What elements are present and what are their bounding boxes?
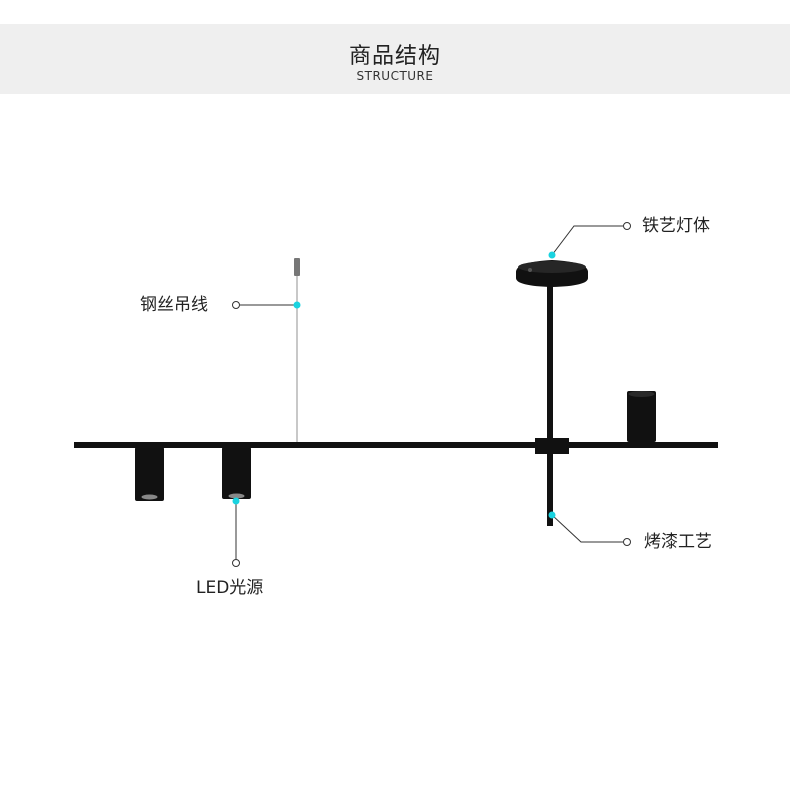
callout-dot-wire bbox=[293, 301, 301, 309]
spotlight-up-top bbox=[628, 391, 655, 397]
canopy-top bbox=[518, 261, 586, 273]
header-title: 商品结构 bbox=[348, 44, 441, 69]
callout-marker-wire bbox=[232, 301, 240, 309]
lower-rod bbox=[547, 454, 553, 526]
callout-dot-paint bbox=[548, 511, 556, 519]
spotlight-1 bbox=[135, 447, 164, 501]
label-led-source: LED光源 bbox=[196, 578, 264, 598]
horizontal-bar bbox=[74, 442, 718, 448]
label-iron-body: 铁艺灯体 bbox=[642, 216, 710, 236]
callout-line-iron bbox=[551, 225, 623, 256]
label-baking-paint: 烤漆工艺 bbox=[644, 532, 712, 552]
callout-dot-iron bbox=[548, 251, 556, 259]
vertical-rod bbox=[547, 280, 553, 440]
callout-line-paint bbox=[551, 514, 623, 543]
header-subtitle: STRUCTURE bbox=[356, 69, 434, 83]
spotlight-1-lens bbox=[141, 494, 158, 500]
spotlight-2 bbox=[222, 447, 251, 499]
callout-marker-iron bbox=[623, 222, 631, 230]
spotlight-up bbox=[627, 391, 656, 442]
callout-marker-led bbox=[232, 559, 240, 567]
wire-gripper bbox=[294, 258, 300, 276]
spotlight-2-lens bbox=[228, 493, 245, 499]
canopy-screw bbox=[528, 268, 532, 272]
section-header: 商品结构 STRUCTURE bbox=[0, 24, 790, 94]
label-steel-wire: 钢丝吊线 bbox=[140, 295, 208, 315]
connector-block bbox=[535, 438, 569, 454]
callout-marker-paint bbox=[623, 538, 631, 546]
callout-dot-led bbox=[232, 497, 240, 505]
